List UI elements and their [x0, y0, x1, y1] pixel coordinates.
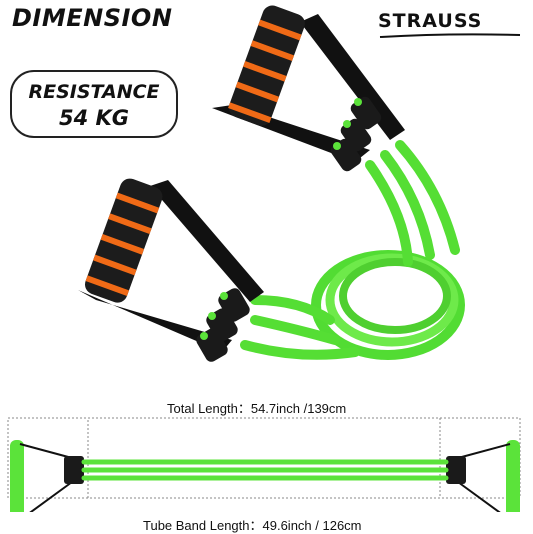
- lower-handle: [78, 178, 264, 362]
- total-length-guide: [7, 417, 521, 499]
- resistance-band-image: [78, 5, 465, 362]
- tube-length-value: 49.6inch / 126cm: [262, 518, 362, 533]
- brand-name: STRAUSS: [378, 10, 483, 32]
- stretched-tubes: [81, 459, 449, 481]
- tube-length-label: Tube Band Length：: [143, 518, 263, 533]
- brand-swoosh-icon: [379, 33, 521, 38]
- left-handle-side: [10, 440, 84, 512]
- badge-resistance-value: 54 KG: [58, 106, 130, 130]
- lower-tubes: [240, 295, 360, 360]
- stretched-band-diagram: [7, 417, 521, 512]
- upper-tubes: [365, 140, 460, 267]
- resistance-badge: RESISTANCE 54 KG: [10, 70, 178, 138]
- upper-handle: [212, 5, 405, 172]
- tube-length-guide: [87, 417, 441, 499]
- brand-logo: STRAUSS: [378, 10, 523, 38]
- total-length-label: Total Length：: [167, 401, 251, 416]
- tube-coil: [311, 250, 465, 360]
- tube-length-text: Tube Band Length：49.6inch / 126cm: [143, 515, 362, 534]
- total-length-text: Total Length：54.7inch /139cm: [167, 398, 346, 417]
- total-length-value: 54.7inch /139cm: [250, 401, 347, 416]
- right-handle-side: [446, 440, 520, 512]
- page-title: DIMENSION: [12, 4, 173, 32]
- badge-resistance-label: RESISTANCE: [28, 81, 160, 103]
